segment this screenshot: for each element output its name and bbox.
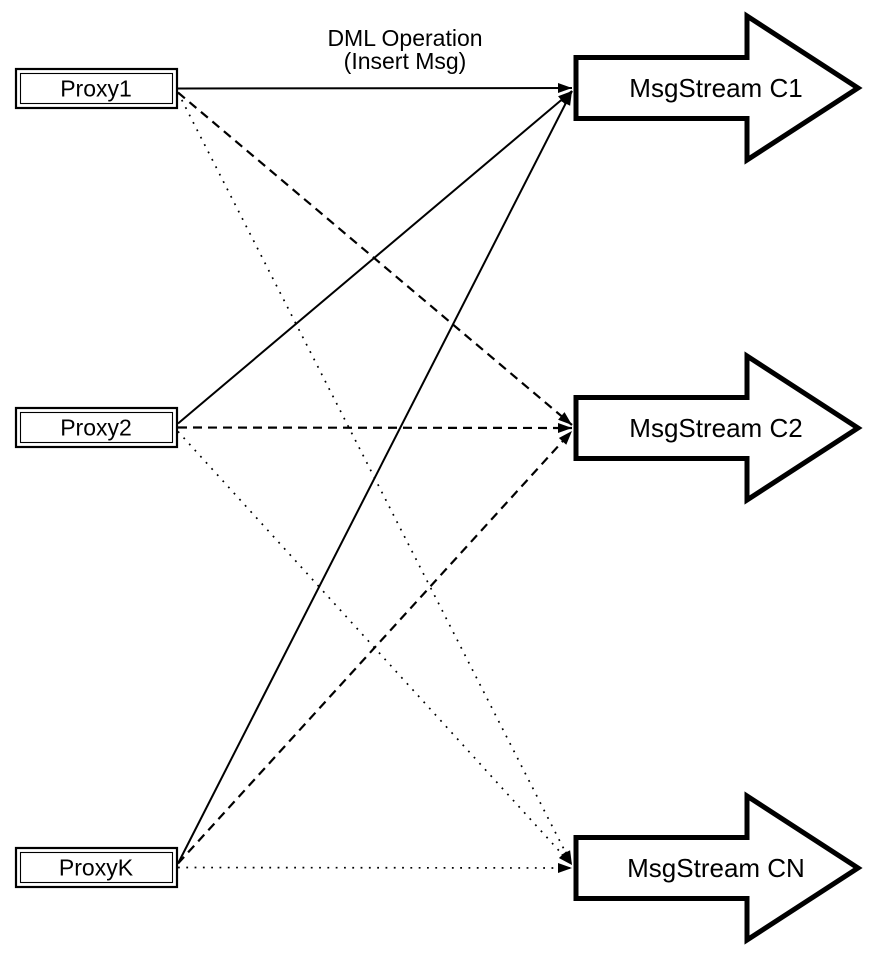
proxy-box-inner [19, 851, 174, 884]
node-msgstream-cn: MsgStream CN [573, 791, 863, 945]
block-arrow-icon [573, 11, 863, 165]
edge-proxy1-c1 [177, 83, 573, 94]
node-msgstream-c2: MsgStream C2 [573, 351, 863, 505]
node-proxy1: Proxy1 [14, 67, 179, 110]
edges-layer [177, 83, 573, 873]
edge-proxyk-cn [177, 862, 573, 873]
node-proxy2-label: Proxy2 [60, 415, 132, 441]
node-msgstream-c1: MsgStream C1 [573, 11, 863, 165]
node-msgstream-c2-label: MsgStream C2 [629, 413, 802, 443]
edge-proxy1-cn [177, 92, 573, 866]
edge-proxy2-c2 [177, 422, 573, 433]
proxy-box-outer [14, 406, 179, 449]
block-arrow-icon [573, 351, 863, 505]
node-msgstream-c1-label: MsgStream C1 [629, 73, 802, 103]
diagram-title-line1: DML Operation [327, 25, 482, 51]
block-arrow-icon [573, 791, 863, 945]
node-proxy2: Proxy2 [14, 406, 179, 449]
proxy-box-outer [14, 67, 179, 110]
proxy-box-outer [14, 846, 179, 889]
node-msgstream-cn-label: MsgStream CN [627, 853, 805, 883]
node-proxyk-label: ProxyK [59, 855, 134, 881]
node-proxy1-label: Proxy1 [60, 76, 132, 102]
node-proxyk: ProxyK [14, 846, 179, 889]
edge-proxyk-c2 [177, 430, 573, 865]
edge-proxy1-c2 [177, 91, 573, 426]
proxy-box-inner [19, 72, 174, 105]
proxy-box-inner [19, 411, 174, 444]
edge-proxyk-c1 [177, 90, 573, 864]
diagram-title-line2: (Insert Msg) [344, 48, 467, 74]
edge-proxy2-c1 [177, 90, 573, 425]
